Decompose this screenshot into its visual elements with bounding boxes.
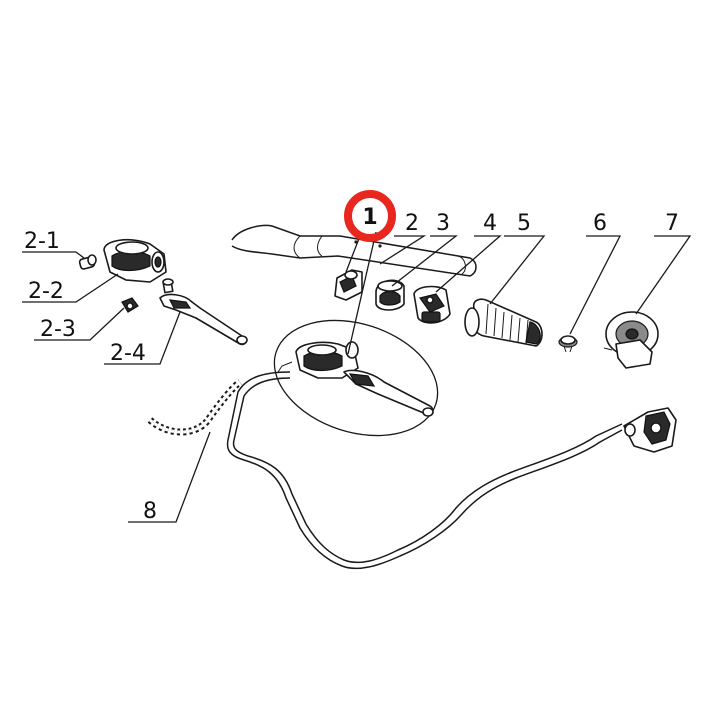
handlebar (231, 224, 477, 277)
brake-line (226, 371, 623, 570)
callout-2-1: 2-1 (24, 229, 60, 254)
callout-3: 3 (436, 211, 450, 236)
fitting-part-2-1 (78, 254, 97, 270)
callout-2-2: 2-2 (28, 279, 64, 304)
clamp-part-1 (334, 269, 363, 301)
bar-end-part-7 (603, 311, 659, 369)
highlight-ring (344, 190, 396, 242)
lever-part-2-4 (159, 278, 248, 346)
callout-5: 5 (517, 211, 531, 236)
callout-7: 7 (665, 211, 679, 236)
master-cylinder-part-2-2 (103, 238, 167, 283)
callout-8: 8 (143, 499, 157, 524)
throttle-housing-part-4 (413, 285, 451, 324)
callout-4: 4 (483, 211, 497, 236)
callout-2-4: 2-4 (110, 341, 146, 366)
bolt-part-6 (558, 335, 578, 353)
switch-housing-part-3 (375, 279, 405, 311)
detail-ellipse (273, 319, 439, 437)
leader-lines (22, 231, 692, 523)
caliper (623, 407, 677, 453)
callout-6: 6 (593, 211, 607, 236)
callout-1: 1 (362, 205, 377, 230)
grip-part-5 (464, 298, 543, 347)
callout-2-3: 2-3 (40, 317, 76, 342)
hose-part-8 (147, 379, 243, 436)
switch-part-2-3 (121, 297, 139, 313)
callout-2: 2 (405, 211, 419, 236)
